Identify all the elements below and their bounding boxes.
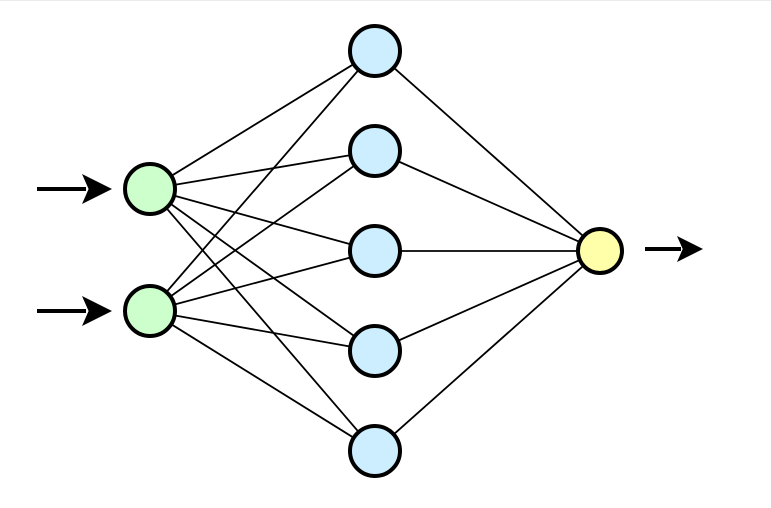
edge-i1-h1 (169, 62, 356, 178)
node-h5[interactable] (348, 424, 402, 478)
node-o1[interactable] (576, 227, 624, 275)
output-arrow-head (677, 236, 703, 262)
input-arrow-top-head (82, 174, 112, 204)
edge-i1-h4 (168, 202, 357, 338)
edge-i1-h3 (172, 194, 353, 246)
input-arrow-top-icon (37, 174, 112, 204)
edge-h4-o1 (396, 258, 582, 343)
edge-i2-h1 (164, 68, 361, 294)
node-h4[interactable] (348, 324, 402, 378)
edge-h1-o1 (392, 66, 586, 238)
node-h1[interactable] (348, 24, 402, 78)
edge-i2-h4 (172, 314, 353, 348)
node-i1[interactable] (123, 162, 177, 216)
input-arrow-bottom-head (82, 296, 112, 326)
edge-i1-h2 (172, 154, 353, 186)
edge-i1-h5 (164, 206, 361, 434)
edges-group (164, 62, 586, 440)
edge-i2-h3 (172, 256, 353, 306)
edge-i2-h2 (168, 164, 357, 298)
edge-i2-h5 (169, 322, 356, 440)
input-arrow-bottom-icon (37, 296, 112, 326)
output-arrow-icon (645, 236, 703, 262)
edge-h2-o1 (396, 159, 582, 244)
node-h3[interactable] (348, 224, 402, 278)
nodes-group (123, 24, 624, 478)
edge-h5-o1 (392, 264, 586, 436)
node-h2[interactable] (348, 124, 402, 178)
node-i2[interactable] (123, 284, 177, 338)
io-arrows-group (37, 174, 703, 326)
